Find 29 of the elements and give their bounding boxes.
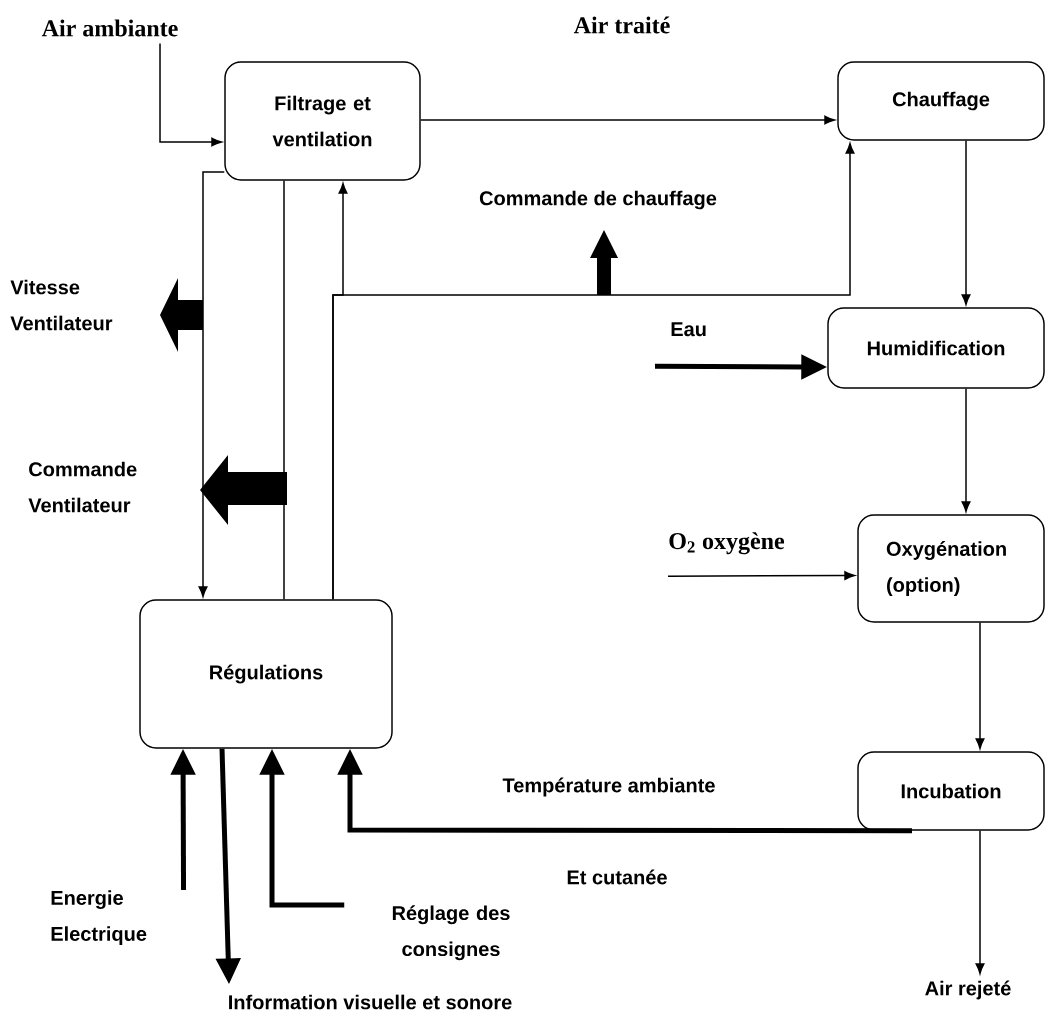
arrow <box>975 622 985 749</box>
flow-label: Air ambiante <box>41 19 178 37</box>
edge-label: Température ambiante <box>501 776 717 798</box>
arrow <box>961 388 971 512</box>
flow-label: O$_{2}$ oxygène <box>669 532 785 555</box>
edge-label: Air traité <box>572 15 672 35</box>
arrow <box>332 143 855 600</box>
process-box: Filtrage et ventilation <box>224 61 421 181</box>
arrow <box>198 171 225 597</box>
flow-label: Eau <box>671 322 706 337</box>
process-box: Chauffage <box>837 61 1045 141</box>
process-box: Incubation <box>857 751 1045 831</box>
annotation-text: Vitesse Ventilateur <box>10 279 113 331</box>
arrow <box>667 571 855 580</box>
connector-line <box>283 180 285 600</box>
process-box: Oxygénation (option) <box>857 514 1045 623</box>
arrow <box>975 830 985 975</box>
flow-label: Energie Electrique <box>51 890 147 945</box>
arrow <box>159 42 222 147</box>
annotation-text: Commande de chauffage <box>479 190 717 210</box>
process-box: Humidification <box>827 307 1045 389</box>
flow-label: Information visuelle et sonore <box>229 994 512 1010</box>
process-box: Régulations <box>139 599 393 749</box>
flow-label: Réglage des consignes <box>392 905 510 961</box>
flow-label: Air rejeté <box>925 980 1011 1000</box>
arrow <box>961 140 971 305</box>
arrow <box>420 115 835 125</box>
annotation-text: Et cutanée <box>567 869 667 885</box>
annotation-text: Commande Ventilateur <box>28 461 137 513</box>
